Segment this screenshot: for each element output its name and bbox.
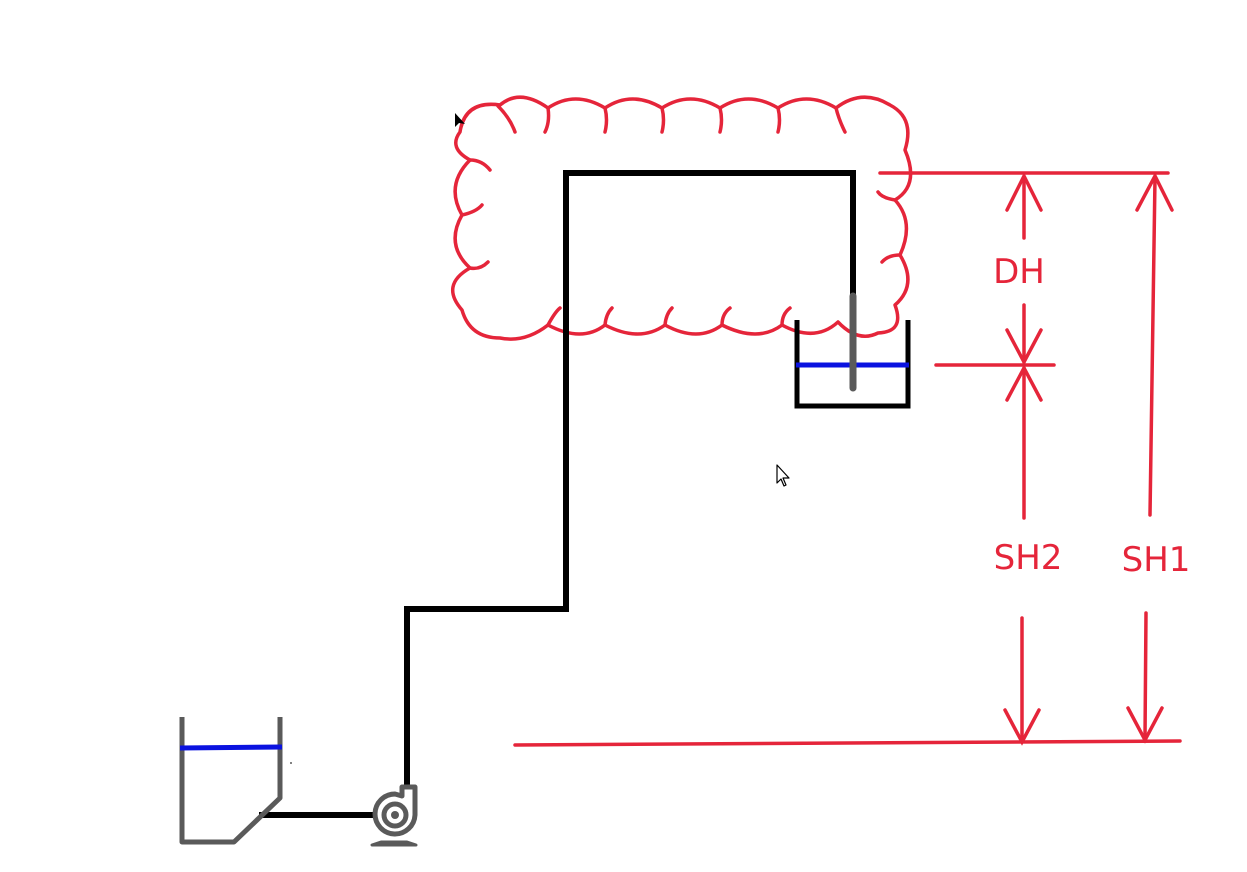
sh2-label: SH2 [994, 538, 1063, 578]
pump-icon [370, 784, 418, 847]
pen-cursor-icon [455, 113, 465, 127]
sh2-dimension [1003, 364, 1043, 746]
source-water-level [179, 744, 283, 751]
sh1-label: SH1 [1122, 540, 1191, 580]
bottom-reference-line [513, 739, 1182, 747]
dh-label: DH [993, 252, 1045, 292]
pipe-line [259, 170, 856, 818]
discharge-tank-icon [794, 292, 911, 409]
dot-marker [290, 762, 292, 764]
dimension-lines [513, 171, 1182, 747]
cursor-icon [776, 464, 790, 487]
source-tank-icon [179, 717, 283, 845]
cloud-icon [451, 95, 913, 341]
dh-dimension [1005, 172, 1043, 366]
sh1-dimension [1126, 172, 1174, 744]
